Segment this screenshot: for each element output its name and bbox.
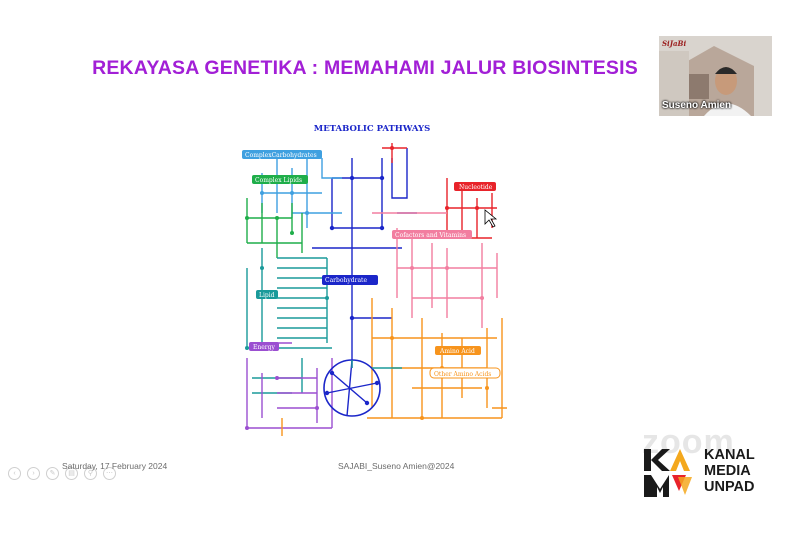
figure-heading: METABOLIC PATHWAYS: [314, 124, 430, 134]
label-bg-complex-lipids: [252, 175, 308, 184]
label-cofactors: Cofactors and Vitamins: [395, 232, 466, 239]
cursor-icon: [484, 209, 498, 228]
presentation-controls: ‹ › ✎ ▤ ⚲ ⋯: [8, 467, 116, 480]
pen-icon[interactable]: ✎: [46, 467, 59, 480]
more-icon[interactable]: ⋯: [103, 467, 116, 480]
media-text: MEDIA: [704, 463, 751, 479]
label-bg-complex-carbohydrates: [242, 150, 322, 159]
kanal-media-unpad-logo: KANAL MEDIA UNPAD: [704, 447, 755, 495]
zoom-icon[interactable]: ⚲: [84, 467, 97, 480]
label-bg-other-amino-acids: [429, 367, 501, 379]
slide-title: REKAYASA GENETIKA : MEMAHAMI JALUR BIOSI…: [92, 57, 638, 79]
next-icon[interactable]: ›: [27, 467, 40, 480]
label-other-amino-acids: Other Amino Acids: [434, 371, 491, 378]
label-amino-acid: Amino Acid: [439, 348, 475, 355]
label-bg-nucleotide: [454, 182, 496, 191]
label-complex-carbohydrates: ComplexCarbohydrates: [245, 152, 317, 159]
kanal-text: KANAL: [704, 447, 755, 463]
prev-icon[interactable]: ‹: [8, 467, 21, 480]
label-lipid: Lipid: [259, 292, 275, 299]
metabolic-pathways-figure: METABOLIC PATHWAYS: [232, 118, 522, 436]
unpad-text: UNPAD: [704, 479, 755, 495]
label-bg-cofactors: [392, 230, 472, 239]
footer-center: SAJABI_Suseno Amien@2024: [338, 461, 455, 471]
label-energy: Energy: [253, 344, 276, 351]
label-bg-lipid: [256, 290, 278, 299]
participant-name: Suseno Amien: [662, 100, 732, 111]
footer-date: Saturday, 17 February 2024: [62, 461, 168, 471]
slides-icon[interactable]: ▤: [65, 467, 78, 480]
kanal-media-logo-icon: [640, 447, 698, 499]
label-complex-lipids: Complex Lipids: [255, 177, 302, 184]
video-logo: SiJaBi: [662, 39, 687, 48]
participant-video[interactable]: SiJaBi Suseno Amien: [659, 36, 772, 116]
label-carbohydrate: Carbohydrate: [325, 277, 367, 284]
label-nucleotide: Nucleotide: [459, 184, 493, 191]
label-bg-carbohydrate: [322, 275, 378, 285]
video-background: [659, 36, 772, 116]
label-bg-energy: [249, 342, 279, 351]
label-bg-amino-acid: [435, 346, 481, 355]
